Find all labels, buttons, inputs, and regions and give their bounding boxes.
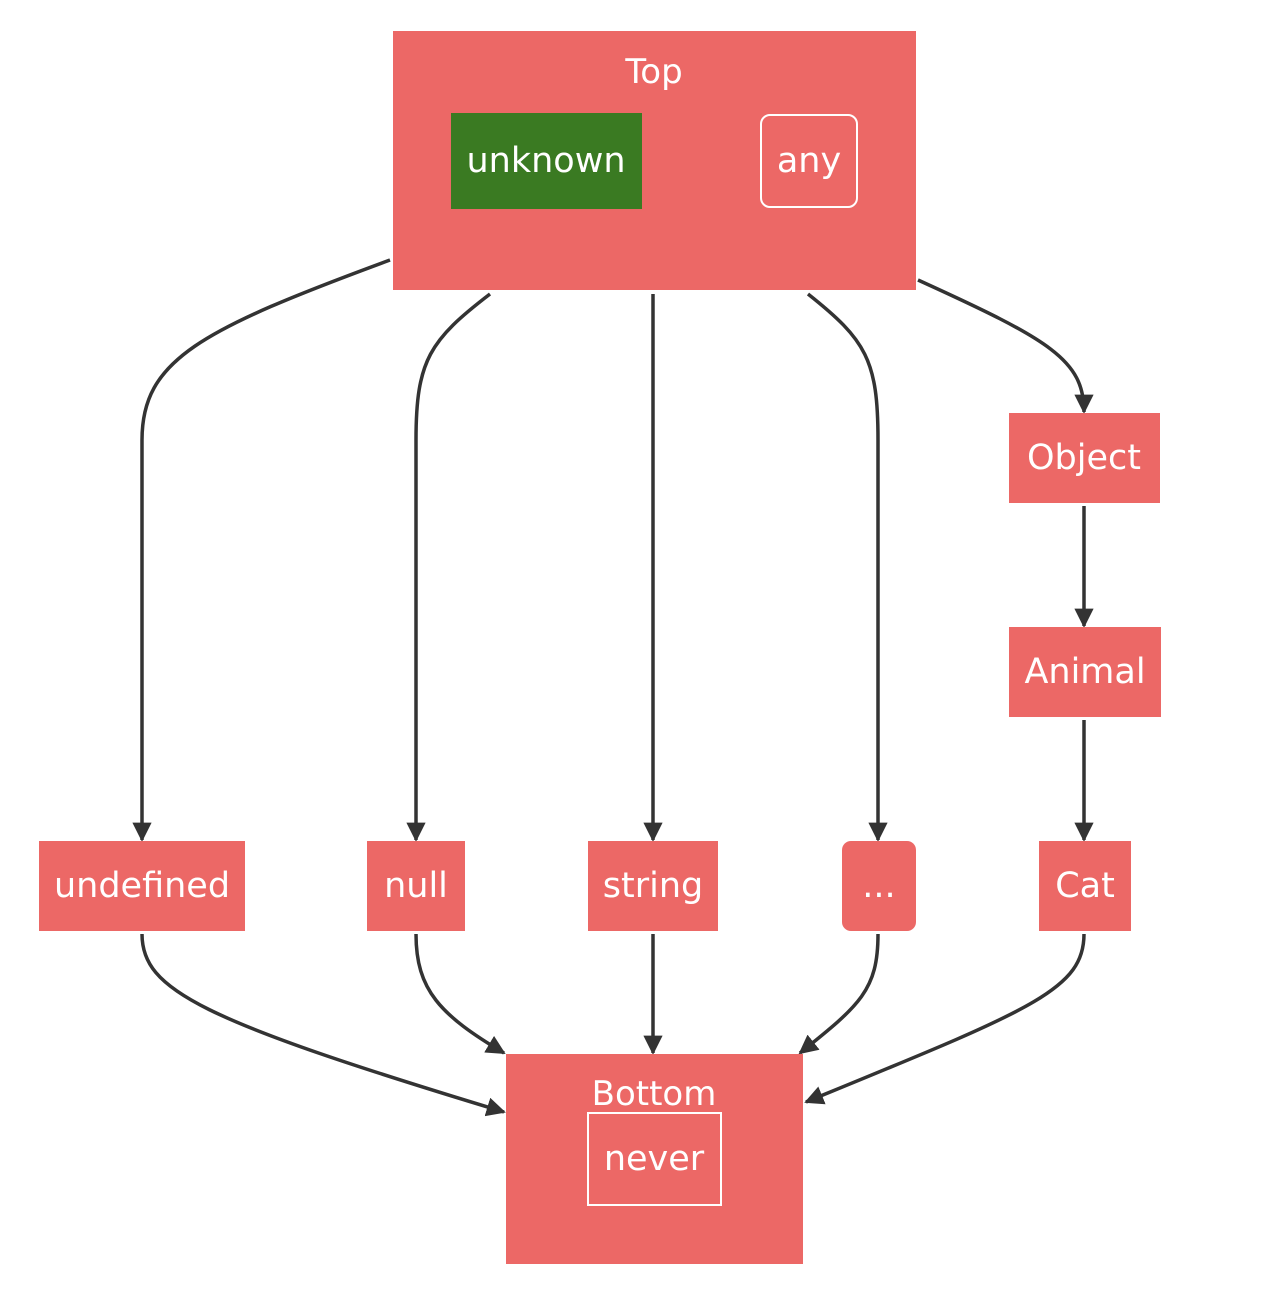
edge-cat-to-bottom	[804, 933, 1086, 1105]
node-unknown-box	[451, 113, 642, 209]
node-cat-label: Cat	[1055, 866, 1115, 906]
node-never-label: never	[604, 1139, 705, 1179]
edge-undefined-to-bottom	[140, 933, 506, 1117]
node-cat-box	[1039, 841, 1131, 931]
node-undefined-label: undefined	[54, 866, 230, 906]
node-animal: Animal	[1009, 627, 1161, 717]
edges	[132, 117, 1094, 1117]
node-unknown-label: unknown	[466, 141, 625, 181]
node-object-box	[1009, 413, 1160, 503]
edge-ellipsis-to-bottom	[798, 933, 880, 1055]
edge-top-to-ellipsis	[806, 292, 888, 842]
edge-top-to-null	[406, 292, 492, 842]
node-string: string	[588, 841, 718, 931]
edge-null-to-bottom	[414, 933, 506, 1055]
node-string-box	[588, 841, 718, 931]
node-any-label: any	[777, 141, 841, 181]
node-undefined-box	[39, 841, 245, 931]
group-top-title: Top	[624, 52, 682, 92]
node-animal-label: Animal	[1024, 652, 1145, 692]
node-string-label: string	[603, 866, 703, 906]
node-ellipsis-box	[842, 841, 916, 931]
node-never-box	[587, 1112, 722, 1206]
node-cat: Cat	[1039, 841, 1131, 931]
group-top: Top unknown any	[393, 31, 916, 290]
edge-top-to-undefined	[132, 258, 391, 842]
node-any-box	[760, 114, 858, 208]
node-object-label: Object	[1027, 438, 1141, 478]
group-bottom-title: Bottom	[592, 1074, 717, 1114]
node-animal-box	[1009, 627, 1161, 717]
node-null-label: null	[384, 866, 448, 906]
node-undefined: undefined	[39, 841, 245, 931]
node-null: null	[367, 841, 465, 931]
group-bottom: Bottom never	[506, 1054, 803, 1264]
node-ellipsis: ...	[842, 841, 916, 931]
node-ellipsis-label: ...	[862, 866, 895, 906]
node-object: Object	[1009, 413, 1160, 503]
edge-top-to-object	[917, 278, 1094, 414]
node-null-box	[367, 841, 465, 931]
